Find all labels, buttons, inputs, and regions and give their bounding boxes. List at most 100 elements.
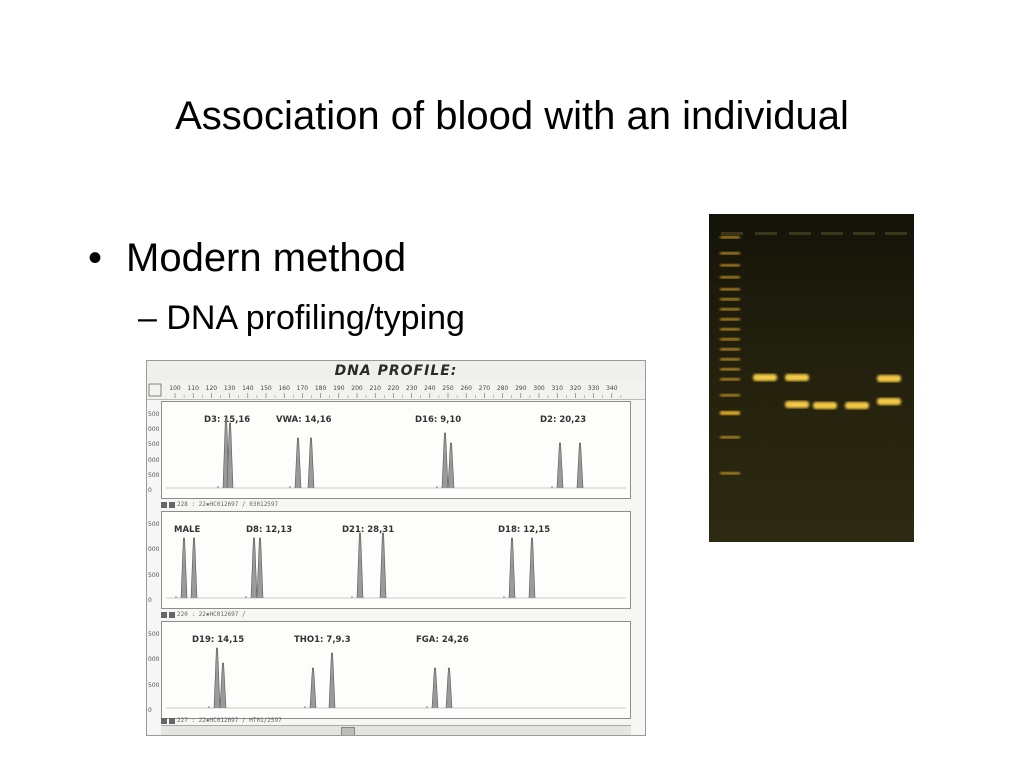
noise-peak	[503, 596, 505, 598]
ruler-label: 180	[315, 385, 327, 392]
locus-label: THO1: 7,9.3	[294, 635, 351, 645]
ruler-label: 120	[206, 385, 218, 392]
noise-peak	[289, 486, 291, 488]
y-tick-label: 0	[148, 487, 152, 494]
panel-1-footer: 228 : 22▪HC012697 / 03012597	[161, 500, 631, 510]
y-tick-label: 0	[148, 597, 152, 604]
allele-peak	[213, 647, 221, 709]
noise-peak	[175, 596, 177, 598]
ruler-label: 210	[369, 385, 381, 392]
locus-label: D2: 20,23	[540, 415, 586, 425]
ruler-label: 300	[533, 385, 545, 392]
ladder-band	[720, 436, 740, 439]
dna-band	[877, 398, 901, 405]
ladder-band	[720, 368, 740, 371]
footer-square	[169, 611, 175, 618]
allele-peak	[379, 532, 387, 599]
panel-3-footer-text: 227 : 22▪HC012697 / HT01/2597	[177, 717, 282, 724]
ruler-label: 310	[551, 385, 563, 392]
noise-peak	[217, 486, 219, 488]
allele-peak	[307, 437, 315, 489]
gel-well	[885, 232, 907, 235]
ladder-band	[720, 348, 740, 351]
locus-label: MALE	[174, 525, 200, 535]
locus-label: D8: 12,13	[246, 525, 292, 535]
locus-label: VWA: 14,16	[276, 415, 332, 425]
y-tick-label: 000	[148, 456, 160, 464]
ladder-band	[720, 298, 740, 301]
horizontal-scrollbar[interactable]	[161, 725, 631, 735]
allele-peak	[180, 537, 188, 599]
locus-label: D19: 14,15	[192, 635, 244, 645]
ladder-band	[720, 394, 740, 397]
noise-peak	[426, 706, 428, 708]
panel-3-footer: 227 : 22▪HC012697 / HT01/2597	[161, 716, 631, 726]
ruler-label: 160	[278, 385, 290, 392]
footer-square	[161, 611, 167, 618]
ladder-band	[720, 264, 740, 267]
dna-band	[813, 402, 837, 409]
ruler-label: 280	[497, 385, 509, 392]
ladder-band	[720, 318, 740, 321]
ladder-band	[720, 236, 740, 239]
allele-peak	[256, 537, 264, 599]
gel-well	[755, 232, 777, 235]
bullet-dot: •	[88, 236, 103, 280]
ladder-band	[720, 472, 740, 475]
panel-1-footer-text: 228 : 22▪HC012697 / 03012597	[177, 501, 279, 508]
gel-electrophoresis-photo	[709, 214, 914, 542]
allele-peak	[431, 667, 439, 709]
y-tick-label: 500	[148, 631, 160, 638]
ruler-label: 330	[588, 385, 600, 392]
ruler-label: 270	[479, 385, 491, 392]
electropherogram-panel-3: D19: 14,15 THO1: 7,9.3 FGA: 24,26	[161, 621, 631, 719]
allele-peak	[250, 537, 258, 599]
ruler-label: 240	[424, 385, 436, 392]
allele-peak	[528, 537, 536, 599]
dna-band	[753, 374, 777, 381]
y-tick-label: 000	[148, 656, 160, 664]
y-tick-label: 000	[148, 426, 160, 434]
ruler-label: 250	[442, 385, 454, 392]
gel-well	[721, 232, 743, 235]
ladder-band	[720, 308, 740, 311]
ruler-label: 100	[169, 385, 181, 392]
allele-peak	[441, 432, 449, 489]
ruler-label: 320	[570, 385, 582, 392]
allele-peak	[447, 442, 455, 489]
allele-peak	[226, 422, 234, 489]
ruler-label: 190	[333, 385, 345, 392]
allele-peak	[508, 537, 516, 599]
allele-peak	[309, 667, 317, 709]
ladder-band	[720, 358, 740, 361]
profile-title: DNA PROFILE:	[334, 363, 458, 379]
y-tick-label: 500	[148, 441, 160, 449]
noise-peak	[304, 706, 306, 708]
zoom-icon[interactable]	[148, 383, 162, 397]
panel-2-footer-text: 220 : 22▪HC012697 /	[177, 611, 246, 618]
ladder-band	[720, 338, 740, 341]
ruler-label: 110	[187, 385, 199, 392]
locus-label: D18: 12,15	[498, 525, 550, 535]
allele-peak	[576, 442, 584, 489]
noise-peak	[436, 486, 438, 488]
gel-well	[821, 232, 843, 235]
bullet-text: Modern method	[126, 236, 407, 280]
ruler-label: 140	[242, 385, 254, 392]
noise-peak	[551, 486, 553, 488]
scrollbar-thumb[interactable]	[341, 727, 355, 735]
allele-peak	[445, 667, 453, 709]
ruler-label: 220	[388, 385, 400, 392]
ladder-band	[720, 252, 740, 255]
y-tick-label: 500	[148, 681, 160, 689]
ladder-band	[720, 411, 740, 415]
ladder-band	[720, 276, 740, 279]
allele-peak	[219, 662, 227, 709]
locus-label: FGA: 24,26	[416, 635, 469, 645]
ruler-label: 290	[515, 385, 527, 392]
